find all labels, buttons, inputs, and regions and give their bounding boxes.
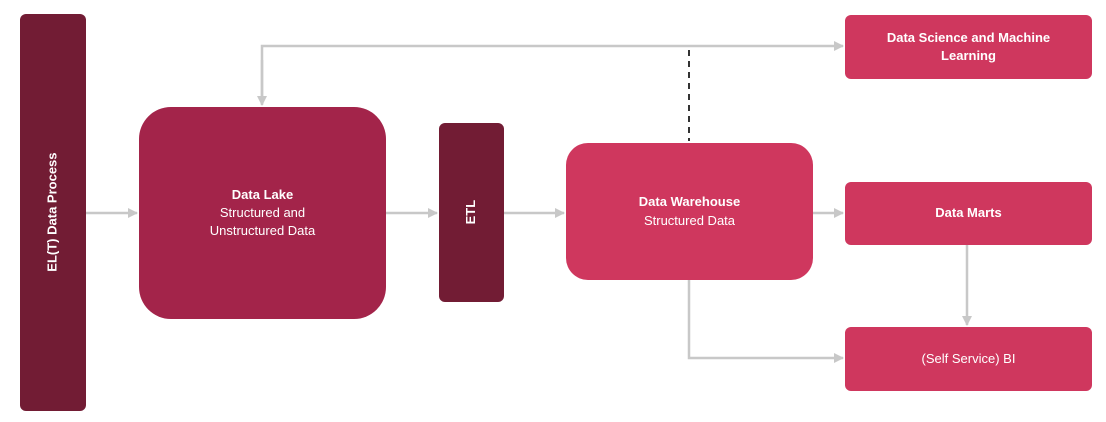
node-self-service-bi: (Self Service) BI	[845, 327, 1092, 391]
node-elt-data-process: EL(T) Data Process	[20, 14, 86, 411]
arrow-top-loop	[260, 41, 844, 104]
node-data-warehouse-title: Data Warehouse	[638, 194, 741, 210]
node-data-science-ml-title: Data Science and Machine Learning	[886, 29, 1051, 63]
node-data-lake-subtitle: Structured and Unstructured Data	[209, 204, 316, 239]
node-data-lake: Data Lake Structured and Unstructured Da…	[139, 107, 386, 319]
arrow-dwh-to-bi	[687, 280, 844, 363]
node-data-lake-title: Data Lake	[231, 186, 294, 202]
node-data-warehouse-subtitle: Structured Data	[643, 212, 736, 228]
node-etl-label: ETL	[463, 200, 479, 225]
node-data-marts-title: Data Marts	[935, 205, 1002, 221]
node-data-warehouse: Data Warehouse Structured Data	[566, 143, 813, 280]
node-elt-label: EL(T) Data Process	[44, 152, 60, 273]
node-self-service-bi-title: (Self Service) BI	[921, 350, 1016, 366]
node-data-marts: Data Marts	[845, 182, 1092, 245]
node-etl: ETL	[439, 123, 504, 302]
node-data-science-ml: Data Science and Machine Learning	[845, 15, 1092, 79]
